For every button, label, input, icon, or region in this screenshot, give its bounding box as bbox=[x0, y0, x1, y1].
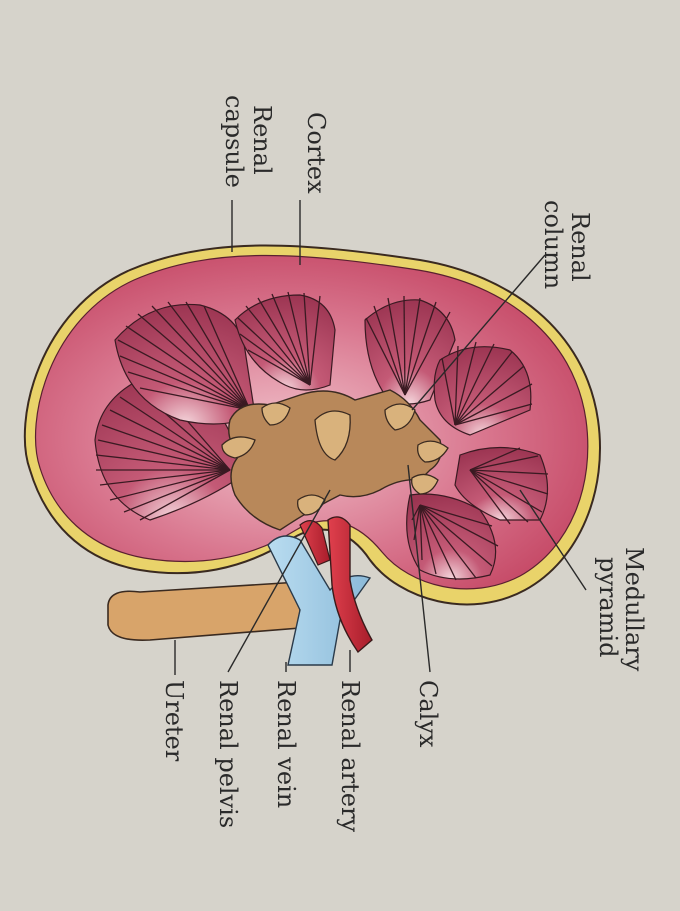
calyx bbox=[297, 494, 326, 516]
label-renal-column-line1: Renal bbox=[566, 212, 594, 282]
pyramid-7 bbox=[406, 493, 499, 581]
leader-medullary-pyramid bbox=[519, 489, 587, 591]
medullary-pyramids bbox=[94, 291, 549, 581]
label-renal-capsule-line1: Renal bbox=[248, 105, 276, 175]
labels: Renal capsule Cortex Renal column Medull… bbox=[160, 95, 648, 832]
pyramid-6 bbox=[454, 446, 549, 525]
renal-artery-branch bbox=[299, 520, 331, 566]
calyx bbox=[314, 410, 351, 461]
label-ureter: Ureter bbox=[160, 680, 188, 762]
label-medullary-pyramid-line2: pyramid bbox=[594, 557, 622, 658]
leader-calyx bbox=[407, 464, 431, 673]
leader-lines bbox=[174, 200, 587, 675]
ureter bbox=[107, 581, 301, 642]
calyces bbox=[221, 402, 449, 516]
label-calyx: Calyx bbox=[414, 680, 442, 748]
label-renal-column-line2: column bbox=[539, 200, 567, 289]
leader-renal-pelvis bbox=[227, 489, 331, 673]
calyx bbox=[411, 473, 439, 495]
label-medullary-pyramid-line1: Medullary bbox=[620, 547, 648, 672]
leader-renal-column bbox=[411, 254, 546, 411]
label-renal-vein: Renal vein bbox=[272, 680, 300, 808]
calyx bbox=[261, 402, 291, 426]
label-renal-pelvis: Renal pelvis bbox=[214, 680, 242, 828]
label-renal-capsule-line2: capsule bbox=[220, 95, 248, 188]
pyramid-3 bbox=[234, 291, 336, 391]
pyramid-2 bbox=[114, 301, 256, 425]
renal-artery bbox=[327, 516, 373, 654]
calyx bbox=[221, 436, 256, 459]
label-cortex: Cortex bbox=[302, 112, 330, 194]
calyx bbox=[384, 403, 416, 431]
pyramid-5 bbox=[433, 341, 533, 436]
calyx bbox=[417, 440, 449, 463]
label-renal-artery: Renal artery bbox=[336, 680, 364, 832]
pyramid-4 bbox=[364, 295, 456, 405]
